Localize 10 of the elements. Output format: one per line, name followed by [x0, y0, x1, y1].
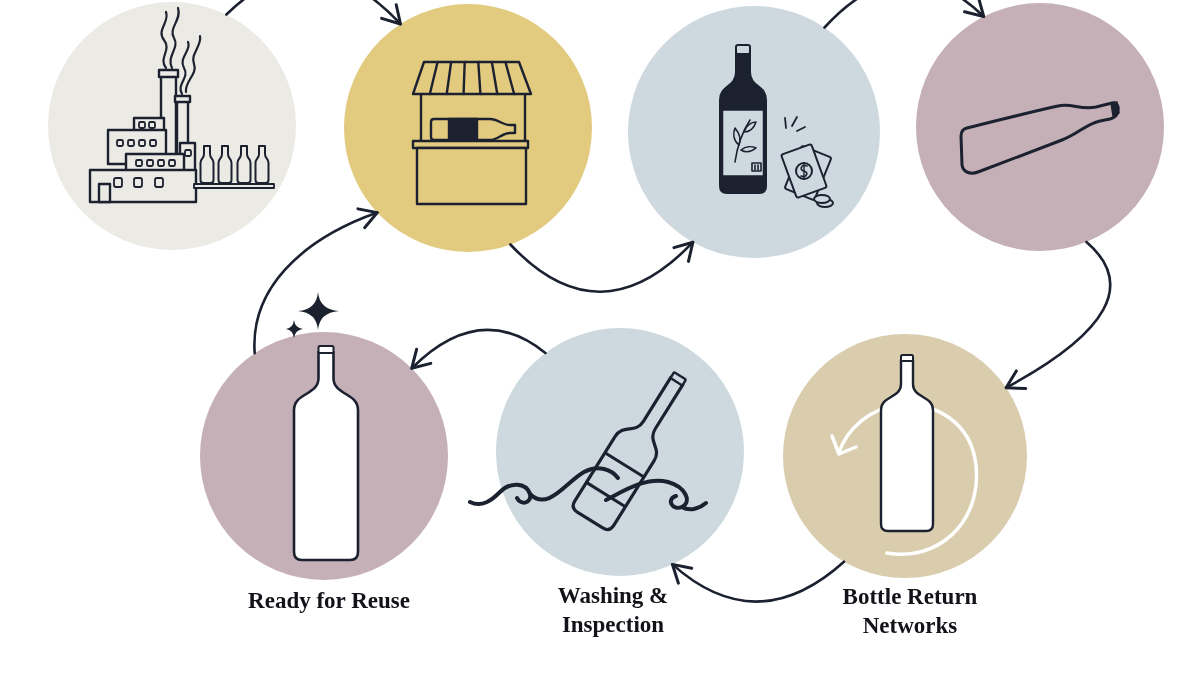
curved-arrow: [823, 0, 986, 29]
step-label: Washing & Inspection: [556, 582, 670, 639]
curved-arrow: [410, 328, 547, 370]
curved-arrow: [1004, 240, 1112, 390]
curved-arrow: [670, 560, 846, 603]
curved-arrow: [509, 240, 695, 293]
curved-arrow: [225, 0, 402, 26]
step-label: Ready for Reuse: [248, 587, 410, 615]
curved-arrow: [253, 207, 379, 355]
step-label: Bottle Return Networks: [841, 583, 979, 640]
